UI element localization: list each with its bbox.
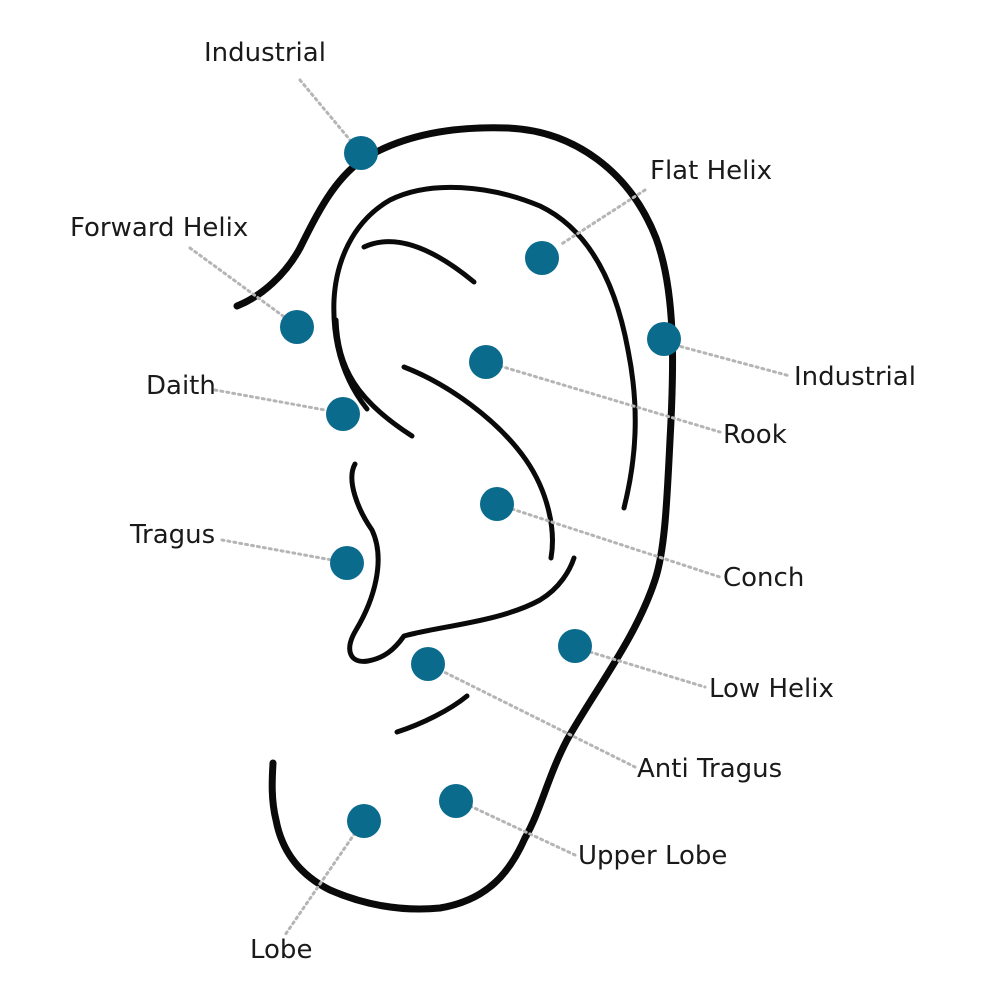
leader-lobe: [283, 831, 357, 937]
dot-upper-lobe: [439, 784, 473, 818]
label-industrial-top: Industrial: [204, 38, 326, 68]
leader-flat-helix: [558, 188, 647, 247]
leader-anti-tragus: [438, 668, 637, 769]
dot-anti-tragus: [411, 647, 445, 681]
dot-daith: [326, 397, 360, 431]
leader-forward-helix: [188, 246, 285, 318]
dot-forward-helix: [280, 310, 314, 344]
leader-tragus: [220, 538, 334, 562]
label-industrial-right: Industrial: [794, 362, 916, 392]
label-rook: Rook: [723, 420, 787, 450]
label-lobe: Lobe: [250, 935, 313, 965]
dot-conch: [480, 487, 514, 521]
leader-daith: [213, 388, 327, 412]
piercing-dots: [280, 136, 681, 838]
label-tragus: Tragus: [130, 520, 216, 550]
dot-rook: [469, 345, 503, 379]
dot-industrial-top: [344, 136, 378, 170]
dot-industrial-right: [647, 322, 681, 356]
leader-conch: [510, 507, 722, 579]
leader-low-helix: [588, 650, 707, 689]
leader-rook: [498, 364, 722, 434]
leader-industrial-top: [298, 78, 352, 142]
dot-lobe: [347, 804, 381, 838]
leader-lines: [188, 78, 792, 937]
label-upper-lobe: Upper Lobe: [578, 841, 728, 871]
label-anti-tragus: Anti Tragus: [637, 754, 783, 784]
dot-flat-helix: [525, 241, 559, 275]
label-forward-helix: Forward Helix: [70, 213, 249, 243]
label-conch: Conch: [723, 563, 805, 593]
label-daith: Daith: [146, 371, 216, 401]
leader-upper-lobe: [468, 804, 577, 857]
dot-tragus: [330, 546, 364, 580]
dot-low-helix: [558, 629, 592, 663]
label-flat-helix: Flat Helix: [650, 156, 772, 186]
leader-industrial-right: [673, 343, 792, 378]
label-low-helix: Low Helix: [709, 674, 834, 704]
